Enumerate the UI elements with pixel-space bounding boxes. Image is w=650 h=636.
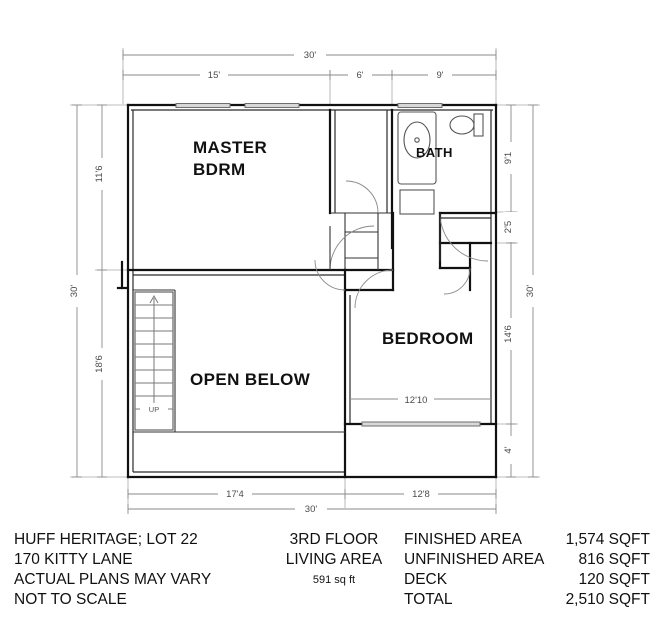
- project-name: HUFF HERITAGE; LOT 22: [14, 531, 198, 548]
- floor-name: 3RD FLOOR: [289, 531, 379, 548]
- dim-top-overall: 30': [304, 50, 317, 61]
- staircase-group: UP: [134, 291, 174, 431]
- title-block: HUFF HERITAGE; LOT 22 170 KITTY LANE ACT…: [0, 524, 650, 636]
- bottom-dimension-group: 17'4 12'8 30': [127, 432, 497, 516]
- room-label-bath: BATH: [416, 145, 453, 160]
- room-label-master-line2: BDRM: [193, 160, 246, 179]
- title-block-project-info: HUFF HERITAGE; LOT 22 170 KITTY LANE ACT…: [0, 524, 264, 610]
- dim-right-seg1: 9'1: [503, 152, 514, 164]
- tub-drain-icon: [414, 137, 420, 143]
- window-bath: [397, 103, 443, 108]
- area-row-deck: DECK 120 SQFT: [404, 570, 650, 590]
- door-closet-upper: [345, 180, 379, 214]
- dim-bedroom-interior: 12'10: [405, 395, 428, 406]
- dim-top-seg2: 6': [356, 70, 363, 81]
- dim-left-overall: 30': [69, 285, 80, 298]
- door-bedroom-closet: [443, 267, 471, 295]
- dim-bottom-seg2: 12'8: [412, 489, 430, 500]
- project-disclaimer: ACTUAL PLANS MAY VARY: [14, 571, 212, 588]
- door-master-bedroom: [329, 225, 375, 271]
- dim-right-overall: 30': [525, 285, 536, 298]
- top-dimension-group: 30' 15' 6' 9': [122, 47, 497, 104]
- dim-right-seg3: 14'6: [503, 325, 514, 343]
- bedroom-interior-dimension: 12'10: [350, 391, 491, 406]
- door-hall-south: [314, 259, 346, 291]
- area-row-finished: FINISHED AREA 1,574 SQFT: [404, 530, 650, 550]
- right-dimension-group: 9'1 2'5 14'6 4' 30': [496, 104, 541, 478]
- area-value-total: 2,510 SQFT: [565, 591, 650, 608]
- area-row-unfinished: UNFINISHED AREA 816 SQFT: [404, 550, 650, 570]
- area-row-total: TOTAL 2,510 SQFT: [404, 590, 650, 610]
- project-address: 170 KITTY LANE: [14, 551, 133, 568]
- living-area-value: 591 sq ft: [312, 574, 356, 586]
- dim-top-seg3: 9': [436, 70, 443, 81]
- vanity-icon: [399, 189, 435, 215]
- area-value-deck: 120 SQFT: [578, 571, 650, 588]
- left-dimension-group: 30' 11'6 18'6: [69, 104, 128, 478]
- door-bedroom: [354, 269, 394, 309]
- doors-group: [314, 180, 489, 309]
- dim-bottom-overall: 30': [305, 504, 318, 515]
- windows-group: [175, 103, 481, 427]
- dim-top-seg1: 15': [208, 70, 221, 81]
- project-scale-note: NOT TO SCALE: [14, 591, 127, 608]
- window-master-left: [175, 103, 231, 108]
- area-label-deck: DECK: [404, 571, 448, 588]
- toilet-tank-icon: [473, 113, 484, 137]
- living-area-label: LIVING AREA: [285, 551, 383, 568]
- title-block-floor-info: 3RD FLOOR LIVING AREA 591 sq ft: [264, 524, 404, 590]
- area-value-finished: 1,574 SQFT: [565, 531, 650, 548]
- dim-right-seg2: 2'5: [503, 221, 514, 233]
- area-label-unfinished: UNFINISHED AREA: [404, 551, 545, 568]
- stair-direction-label: UP: [149, 405, 159, 414]
- door-bath: [439, 212, 489, 262]
- area-value-unfinished: 816 SQFT: [578, 551, 650, 568]
- dim-left-seg1: 11'6: [94, 166, 105, 183]
- dim-right-seg4: 4': [503, 446, 514, 453]
- walls-group: [116, 103, 498, 479]
- window-master-right: [244, 103, 300, 108]
- area-label-finished: FINISHED AREA: [404, 531, 522, 548]
- room-label-bedroom: BEDROOM: [382, 329, 474, 348]
- area-label-total: TOTAL: [404, 591, 453, 608]
- room-label-open-below: OPEN BELOW: [190, 370, 311, 389]
- toilet-bowl-icon: [449, 115, 475, 135]
- room-label-master-line1: MASTER: [193, 138, 267, 157]
- bathtub-icon: [397, 111, 437, 185]
- tub-basin-icon: [403, 121, 431, 159]
- dim-left-seg2: 18'6: [94, 355, 105, 373]
- window-bedroom: [361, 421, 481, 427]
- dim-bottom-seg1: 17'4: [226, 489, 244, 500]
- title-block-area-summary: FINISHED AREA 1,574 SQFT UNFINISHED AREA…: [404, 524, 650, 610]
- bath-fixtures-group: [397, 111, 484, 215]
